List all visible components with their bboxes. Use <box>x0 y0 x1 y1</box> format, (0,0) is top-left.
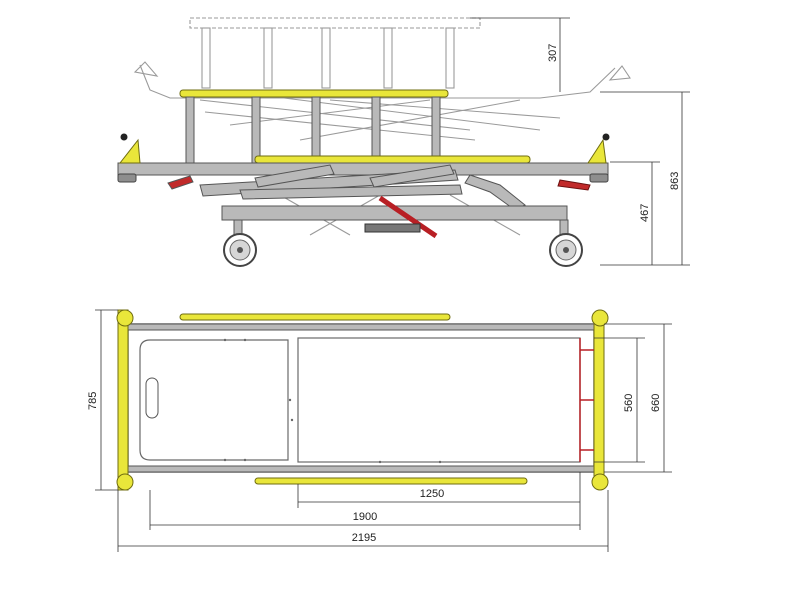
rail-post <box>251 96 261 164</box>
dimension-label-overall-width: 785 <box>87 392 99 410</box>
hand-grip-slot <box>145 377 159 419</box>
wheel-right <box>549 219 583 267</box>
top-view: 785 560 660 1250 1900 <box>87 309 672 552</box>
ghost-post <box>383 27 393 89</box>
top-rail-bar <box>179 89 449 98</box>
ghost-post <box>321 27 331 89</box>
release-lever <box>167 175 194 190</box>
ghost-post <box>263 27 273 89</box>
dimension-min-height: 467 <box>610 161 660 265</box>
dimension-length-platform: 1900 <box>149 490 581 530</box>
dimension-max-height: 863 <box>600 91 690 266</box>
ghost-platform <box>139 64 616 99</box>
head-corner-bumper-bottom <box>116 473 134 491</box>
dimension-label-width-inner: 560 <box>623 394 635 412</box>
dimension-raised-extra: 307 <box>470 17 570 92</box>
ghost-top-rail <box>189 17 481 29</box>
head-panel <box>139 339 289 461</box>
dimension-label-length-overall: 2195 <box>352 532 376 544</box>
dimension-label-length-rail: 1250 <box>420 488 444 500</box>
rail-post <box>311 96 321 164</box>
platform-frame <box>117 162 609 176</box>
wheel-left <box>223 219 257 267</box>
head-end-bar <box>117 309 129 491</box>
head-knob <box>120 133 128 141</box>
scissor-arm <box>239 184 463 200</box>
foot-lever <box>557 179 591 191</box>
rail-post <box>371 96 381 164</box>
head-corner-bumper-top <box>116 309 134 327</box>
foot-bumper <box>589 173 609 183</box>
rear-linkage <box>464 174 526 211</box>
head-bumper <box>117 173 137 183</box>
ghost-foot-bracket <box>608 65 631 81</box>
dimension-width-outer: 660 <box>604 323 672 473</box>
scissor-arm <box>369 164 455 188</box>
dimension-width-inner: 560 <box>594 337 645 463</box>
ghost-rail-posts <box>201 27 455 89</box>
dimension-label-raised-extra: 307 <box>547 44 559 62</box>
frame-long-bottom <box>127 465 595 473</box>
foot-corner-bumper-bottom <box>591 473 609 491</box>
scissor-mechanism <box>167 164 591 211</box>
dimension-label-max-height: 863 <box>669 172 681 190</box>
panel-fixings <box>223 338 442 464</box>
head-end-bracket <box>118 138 141 164</box>
top-side-rail <box>179 313 451 321</box>
side-rail <box>179 89 531 164</box>
ghost-post <box>445 27 455 89</box>
actuator-cylinder <box>364 223 421 233</box>
dimension-label-width-outer: 660 <box>650 394 662 412</box>
foot-knob <box>602 133 610 141</box>
ghost-post <box>201 27 211 89</box>
lower-rail-bar <box>254 155 531 164</box>
dimension-length-overall: 2195 <box>117 490 609 552</box>
foot-corner-bumper-top <box>591 309 609 327</box>
dimension-label-length-platform: 1900 <box>353 511 377 523</box>
rail-post <box>431 96 441 164</box>
dimension-label-min-height: 467 <box>639 204 651 222</box>
ghost-scissor-links <box>199 94 561 141</box>
hydraulic-actuator <box>378 195 438 239</box>
scissor-arm <box>254 164 335 188</box>
side-view: 307 863 467 <box>117 17 690 267</box>
ghost-head-bracket <box>133 61 159 77</box>
foot-end-bar <box>593 315 605 485</box>
rail-post <box>185 96 195 164</box>
dimension-length-rail: 1250 <box>297 472 581 508</box>
foot-panel <box>297 337 581 463</box>
raised-position-ghost <box>133 17 631 236</box>
foot-end-bracket <box>587 138 607 164</box>
bottom-side-rail <box>254 477 528 485</box>
frame-long-top <box>127 323 595 331</box>
dimension-overall-width: 785 <box>87 309 118 491</box>
